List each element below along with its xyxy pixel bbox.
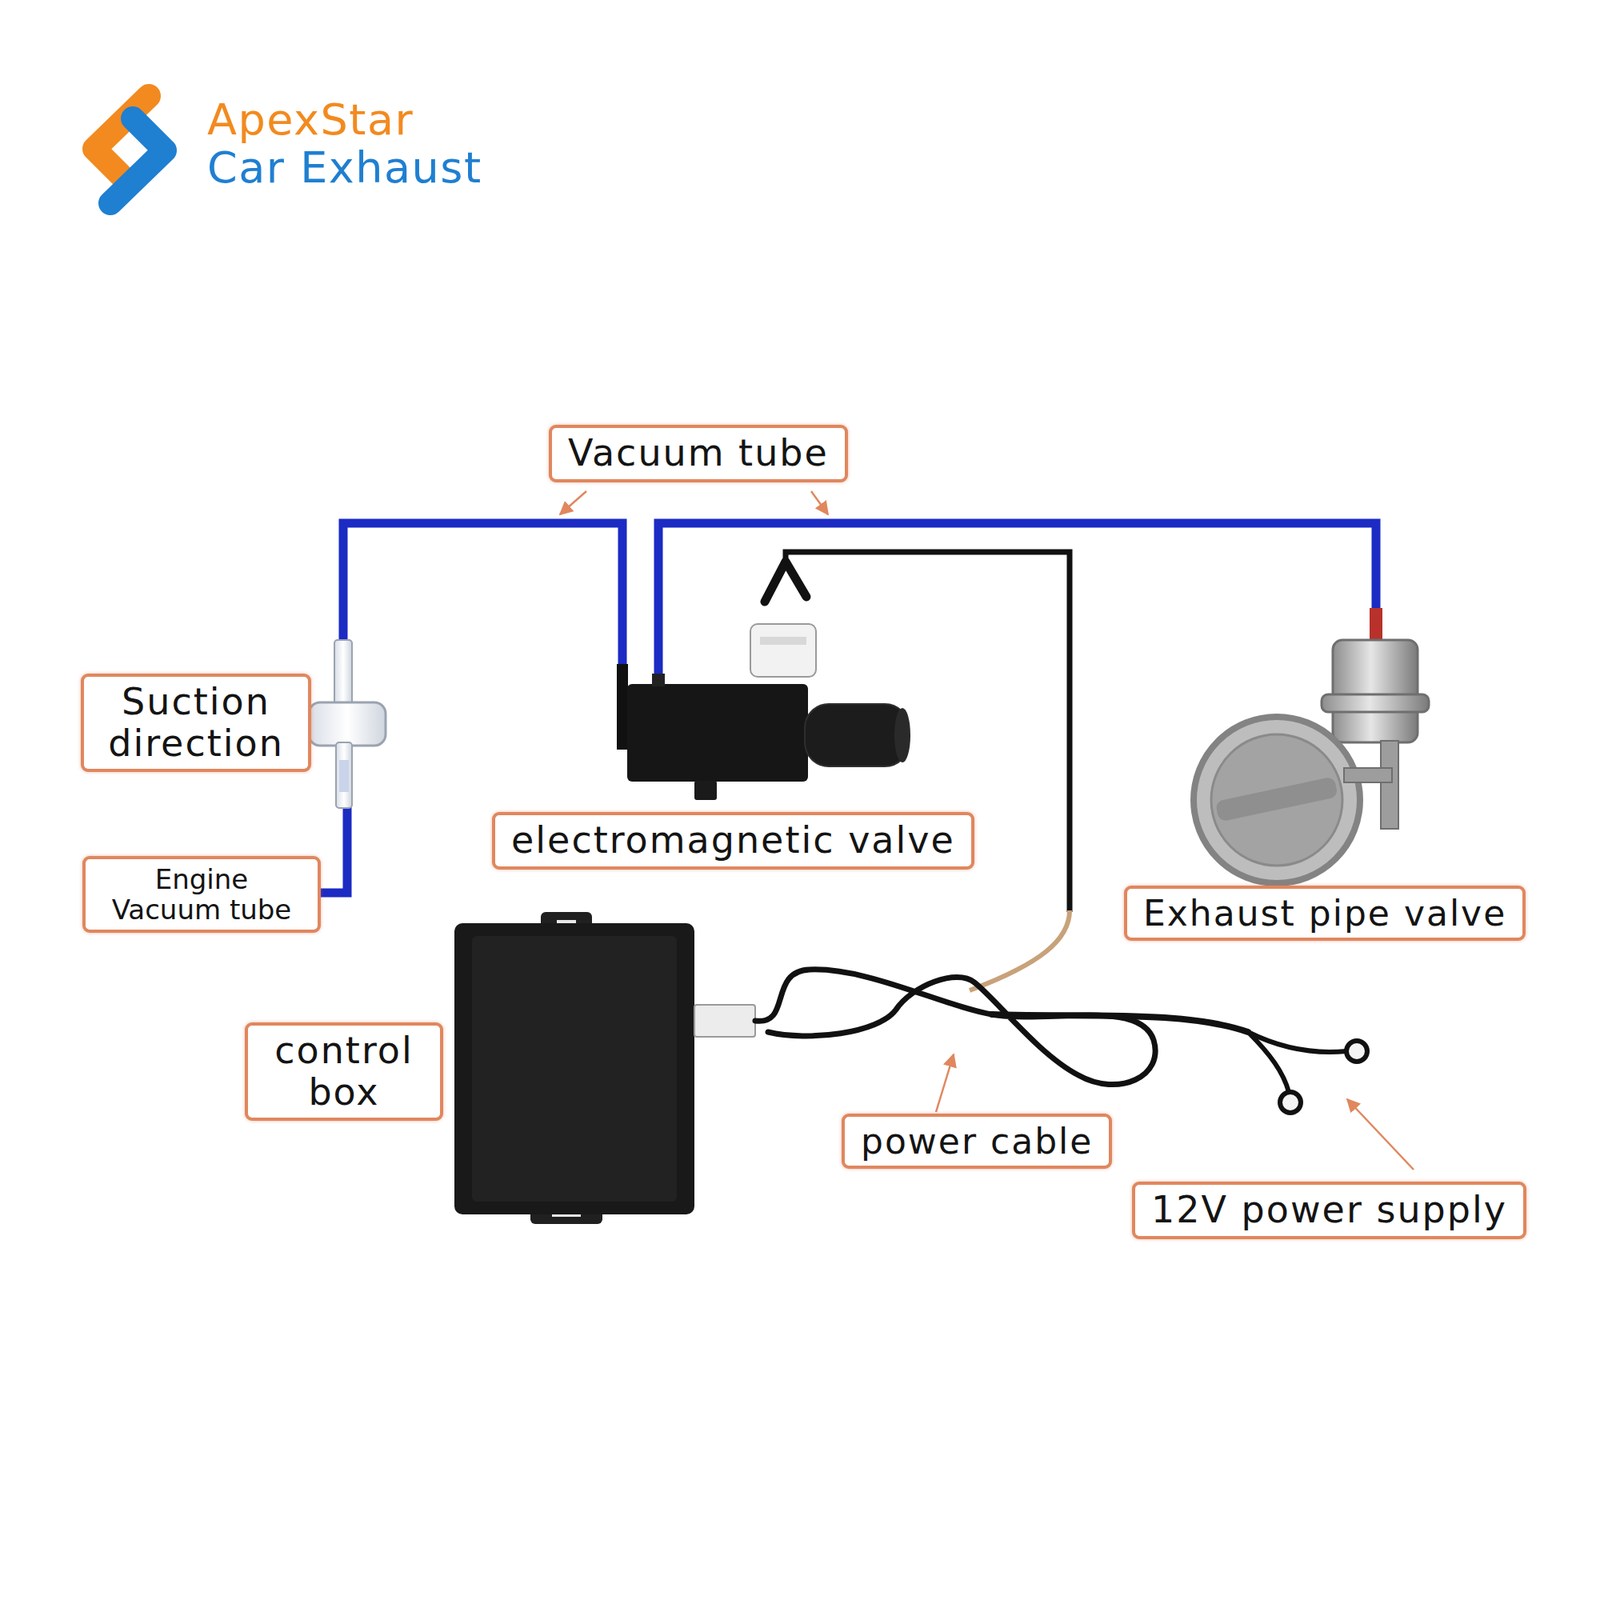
callout-text: control box — [264, 1030, 424, 1113]
butterfly-valve — [1193, 716, 1360, 884]
control-box-body — [472, 936, 677, 1202]
valve-actuator — [1332, 640, 1418, 743]
callout-box: power cable — [841, 1113, 1112, 1169]
valve-fitting — [694, 780, 717, 800]
control-box-body — [454, 923, 695, 1215]
signal-wire — [764, 561, 807, 602]
vacuum-fitting — [1369, 608, 1383, 642]
leader-line — [936, 1054, 954, 1112]
check-valve — [339, 760, 349, 792]
power-cable — [992, 1014, 1248, 1032]
callout-text: Exhaust pipe valve — [1143, 893, 1507, 933]
logo-icon — [110, 118, 165, 204]
leader-line — [811, 491, 828, 515]
power-cable — [1248, 1032, 1289, 1092]
butterfly-valve — [1211, 734, 1343, 866]
vacuum-tube — [658, 523, 1376, 680]
wire-connector — [760, 636, 807, 645]
callout-box: Suction direction — [80, 673, 312, 772]
callout-box: control box — [244, 1022, 444, 1121]
valve-bracket — [1344, 768, 1392, 783]
valve-fitting — [652, 673, 665, 687]
logo-text: ApexStar — [207, 96, 414, 144]
wire-connector — [750, 624, 816, 677]
logo-text: Car Exhaust — [207, 144, 483, 192]
vacuum-tube — [343, 523, 623, 666]
ring-terminal — [1346, 1040, 1368, 1062]
callout-text: power cable — [860, 1121, 1093, 1161]
leader-line — [560, 491, 587, 515]
callout-text: Suction direction — [100, 681, 292, 764]
callout-text: Engine Vacuum tube — [101, 864, 302, 925]
solenoid-coil — [894, 708, 911, 763]
callout-box: Engine Vacuum tube — [82, 856, 321, 933]
check-valve — [336, 742, 352, 808]
power-cable — [755, 969, 1156, 1085]
check-valve — [334, 640, 352, 708]
butterfly-valve — [1215, 776, 1339, 823]
callout-box: electromagnetic valve — [492, 812, 975, 870]
check-valve — [308, 702, 386, 746]
signal-wire — [969, 910, 1070, 991]
wire-connector — [694, 1004, 756, 1037]
callout-text: Vacuum tube — [568, 432, 829, 475]
ring-terminal — [1280, 1092, 1301, 1113]
callout-box: Vacuum tube — [548, 424, 848, 483]
callout-box: Exhaust pipe valve — [1124, 885, 1526, 941]
callout-text: 12V power supply — [1151, 1189, 1508, 1232]
leader-line — [1347, 1099, 1414, 1170]
valve-bracket — [1380, 740, 1399, 829]
valve-actuator — [1321, 694, 1429, 712]
callout-box: 12V power supply — [1132, 1181, 1527, 1240]
callout-text: electromagnetic valve — [511, 820, 956, 862]
solenoid-coil — [804, 704, 909, 767]
solenoid-body — [627, 684, 808, 782]
